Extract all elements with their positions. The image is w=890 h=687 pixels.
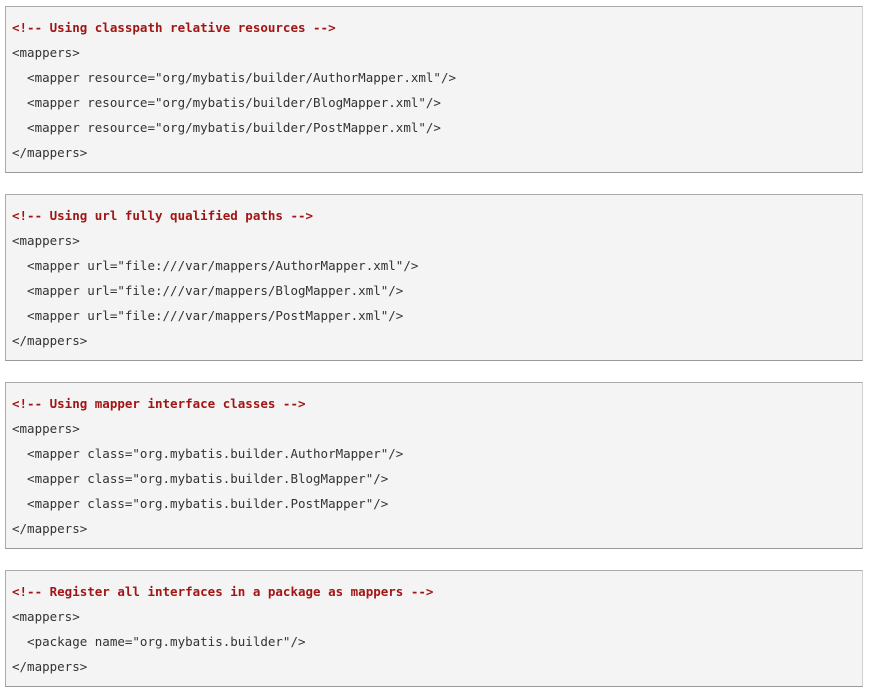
code-line: <mappers> [12, 233, 80, 248]
code-comment-line: <!-- Register all interfaces in a packag… [12, 584, 434, 599]
code-block-mapper-interface-classes: <!-- Using mapper interface classes --> <… [5, 382, 863, 549]
code-line: </mappers> [12, 333, 88, 348]
code-line: </mappers> [12, 145, 88, 160]
code-block-register-package-as-mappers: <!-- Register all interfaces in a packag… [5, 570, 863, 687]
code-block-classpath-relative-resources: <!-- Using classpath relative resources … [5, 6, 863, 173]
code-line: <mapper class="org.mybatis.builder.Autho… [12, 446, 404, 461]
code-line: <mapper url="file:///var/mappers/BlogMap… [12, 283, 404, 298]
code-line: <mapper resource="org/mybatis/builder/Bl… [12, 95, 441, 110]
code-line: <mapper resource="org/mybatis/builder/Po… [12, 120, 441, 135]
code-line: <mappers> [12, 609, 80, 624]
code-line: <mappers> [12, 421, 80, 436]
code-line: <mapper resource="org/mybatis/builder/Au… [12, 70, 457, 85]
code-line: <mapper url="file:///var/mappers/AuthorM… [12, 258, 419, 273]
code-blocks-container: <!-- Using classpath relative resources … [0, 6, 890, 687]
code-line: <mappers> [12, 45, 80, 60]
code-block-url-fully-qualified-paths: <!-- Using url fully qualified paths -->… [5, 194, 863, 361]
code-line: <mapper class="org.mybatis.builder.PostM… [12, 496, 389, 511]
code-comment-line: <!-- Using classpath relative resources … [12, 20, 336, 35]
code-line: <mapper class="org.mybatis.builder.BlogM… [12, 471, 389, 486]
code-line: </mappers> [12, 659, 88, 674]
code-line: <package name="org.mybatis.builder"/> [12, 634, 306, 649]
code-line: </mappers> [12, 521, 88, 536]
code-comment-line: <!-- Using mapper interface classes --> [12, 396, 306, 411]
code-line: <mapper url="file:///var/mappers/PostMap… [12, 308, 404, 323]
code-comment-line: <!-- Using url fully qualified paths --> [12, 208, 314, 223]
code-samples-page: <!-- Using classpath relative resources … [0, 6, 890, 687]
